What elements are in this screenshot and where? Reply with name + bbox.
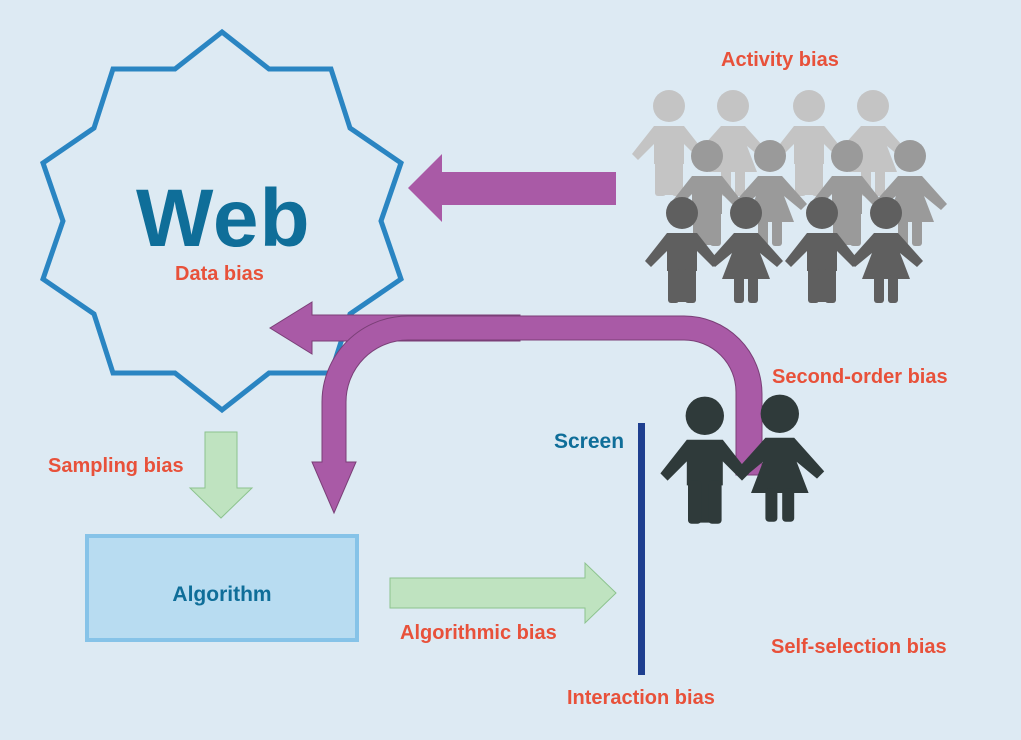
activity-bias-label: Activity bias bbox=[721, 49, 839, 71]
sampling-arrow bbox=[188, 431, 254, 519]
web-title: Web bbox=[136, 173, 311, 264]
sampling-bias-label: Sampling bias bbox=[48, 455, 184, 477]
algorithmic-arrow bbox=[389, 561, 617, 625]
activity-to-web-arrow bbox=[408, 154, 616, 222]
screen-label: Screen bbox=[554, 430, 625, 453]
second-order-bias-label: Second-order bias bbox=[772, 366, 948, 388]
second-order-curve bbox=[311, 315, 763, 515]
web-star-shape bbox=[40, 28, 404, 414]
self-selection-bias-label: Self-selection bias bbox=[771, 636, 947, 658]
algorithm-box bbox=[85, 534, 359, 642]
algorithm-label: Algorithm bbox=[172, 583, 272, 606]
algorithmic-bias-label: Algorithmic bias bbox=[400, 622, 557, 644]
data-bias-label: Data bias bbox=[175, 263, 264, 285]
activity-crowd bbox=[632, 90, 947, 303]
interaction-bias-label: Interaction bias bbox=[567, 687, 715, 709]
screen-line bbox=[638, 423, 645, 675]
